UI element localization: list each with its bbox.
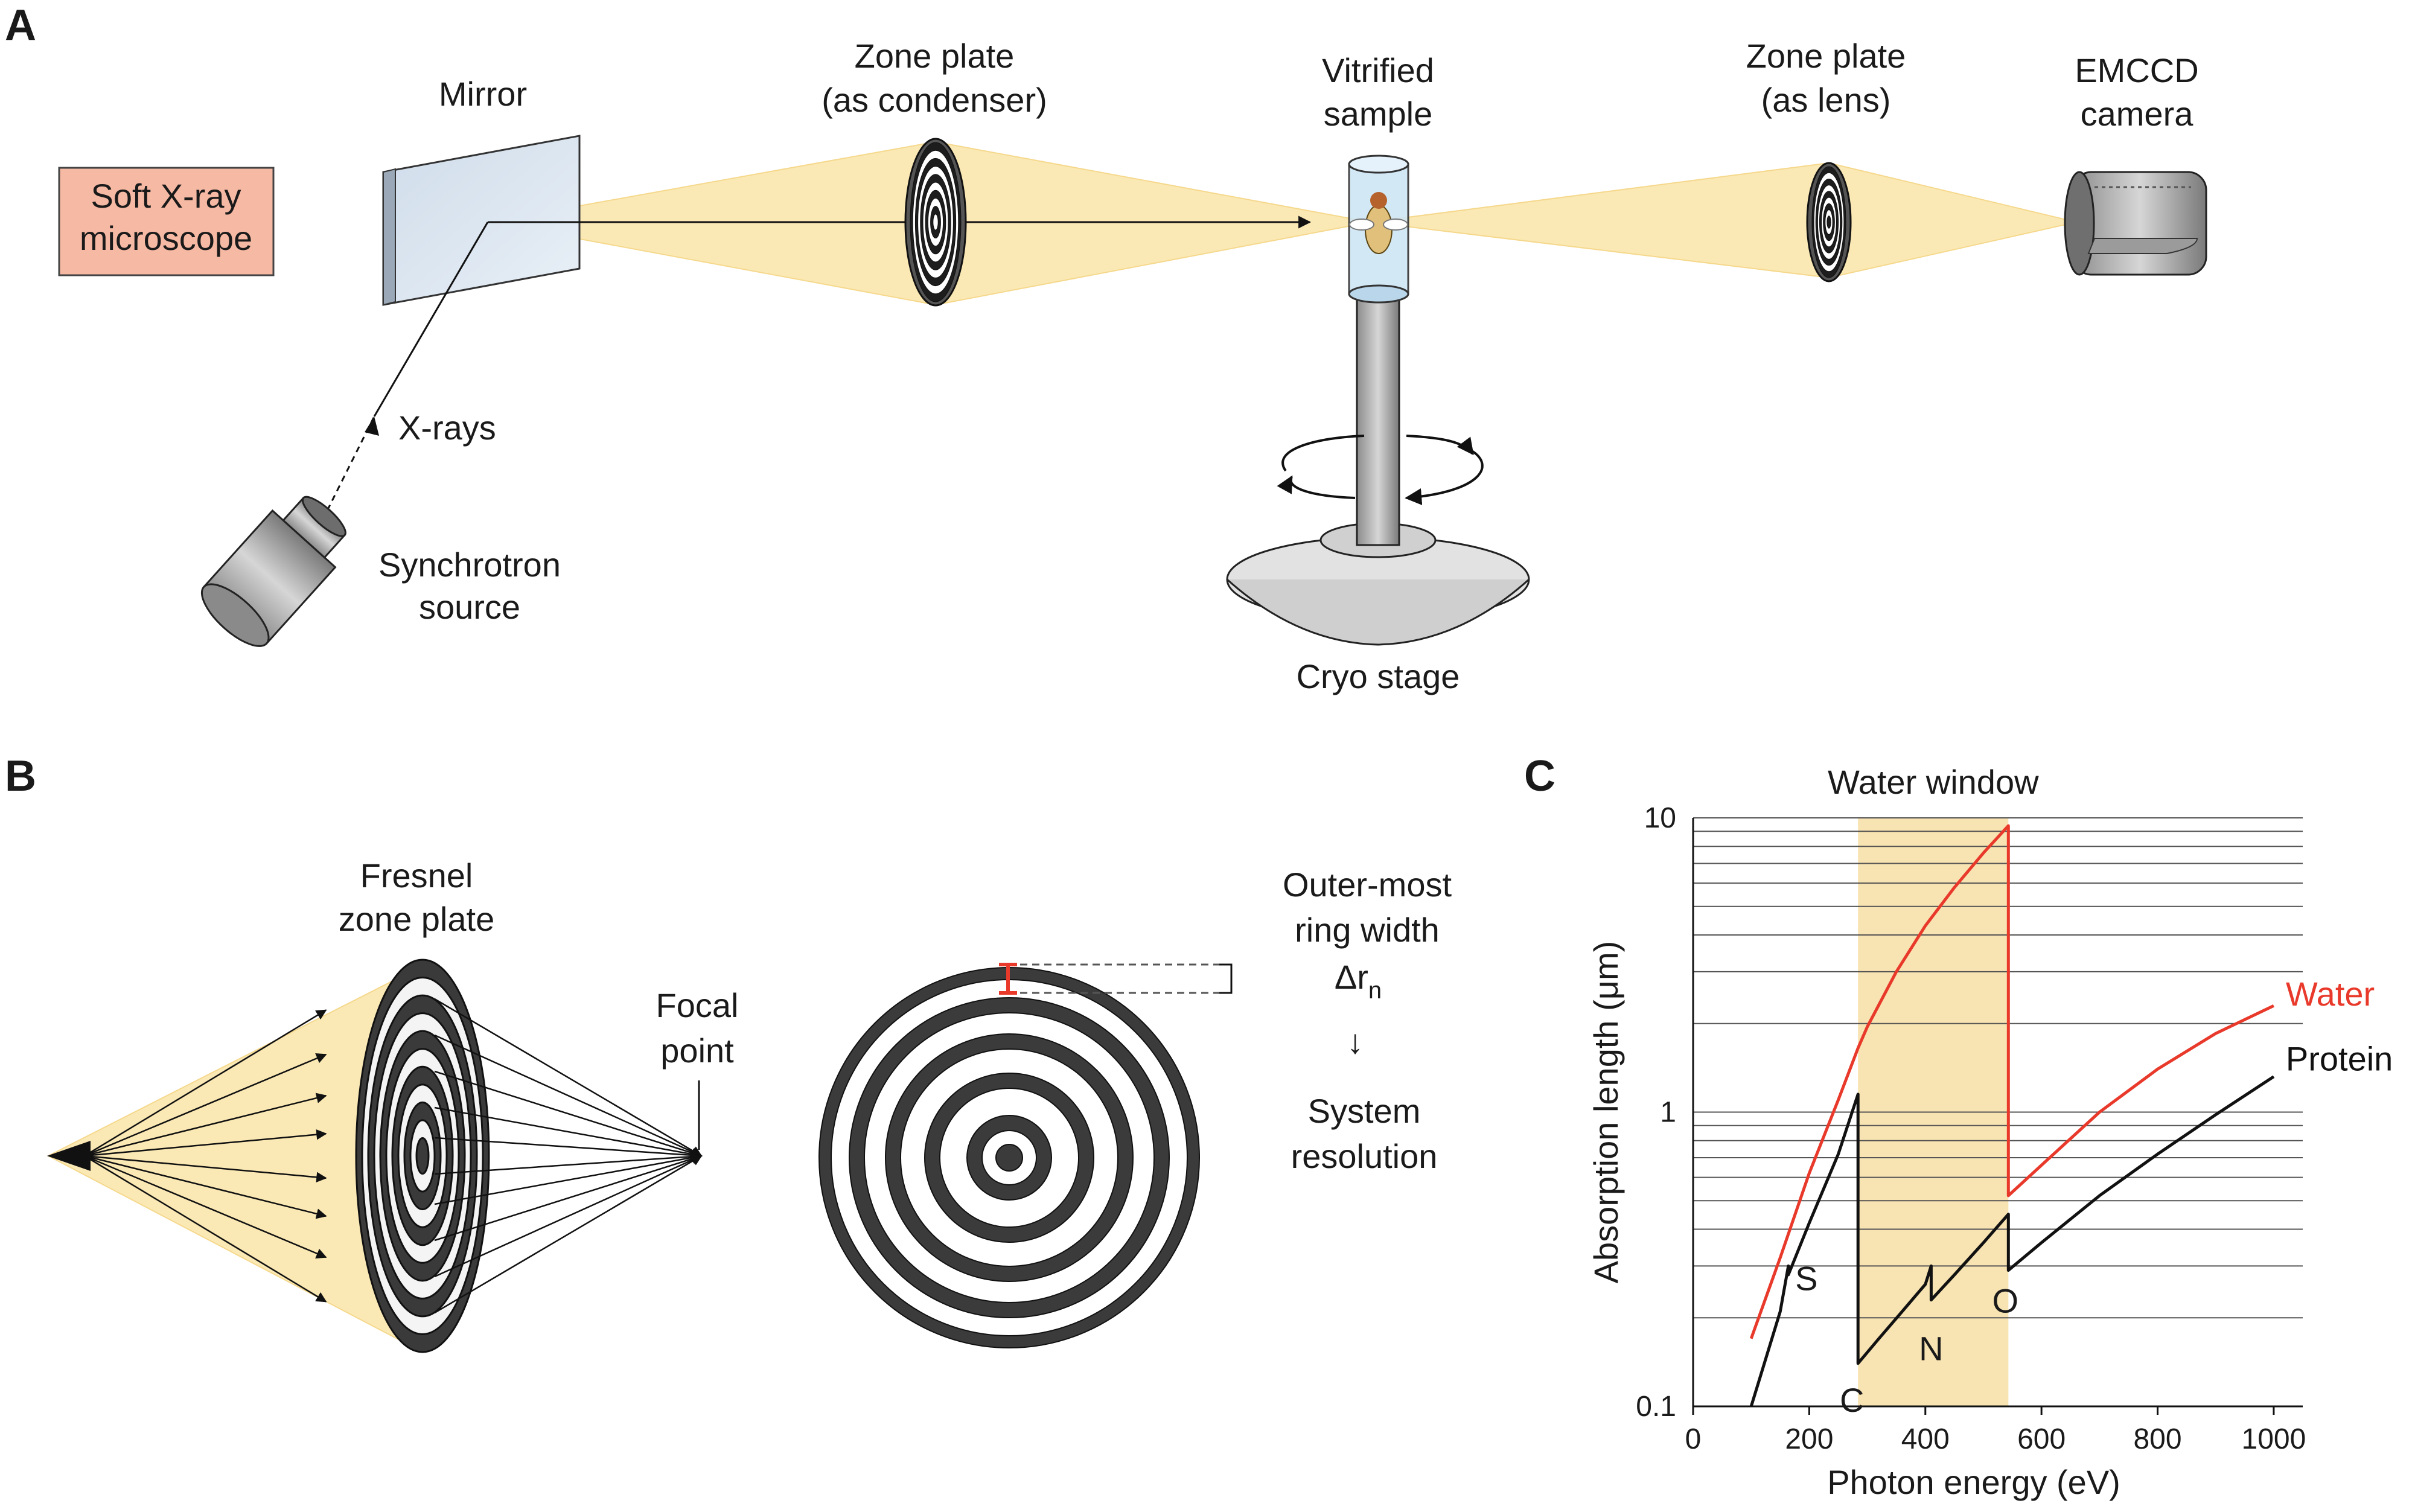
incoming-ray <box>84 1093 327 1157</box>
xray-beam <box>488 141 2077 306</box>
zone-ring <box>933 214 939 231</box>
fresnel-zone-plate-icon <box>355 959 490 1353</box>
incoming-ray <box>84 1129 327 1157</box>
panel-label-b: B <box>5 752 36 800</box>
down-arrow-icon: ↓ <box>1347 1022 1364 1061</box>
microscope-line-1: Soft X-ray <box>91 177 241 215</box>
lens-line-2: (as lens) <box>1761 81 1891 119</box>
microscope-line-2: microscope <box>80 219 252 257</box>
mirror <box>382 135 581 306</box>
incoming-ray <box>84 1155 327 1303</box>
condenser-zone-plate-icon <box>904 138 967 307</box>
fresnel-ring <box>415 1137 430 1175</box>
focusing-ray <box>434 998 703 1157</box>
resolution-line-2: resolution <box>1291 1137 1438 1175</box>
incoming-ray <box>84 1155 327 1183</box>
edge-label-n: N <box>1919 1330 1943 1368</box>
fresnel-line-1: Fresnel <box>360 856 473 895</box>
x-tick-label: 800 <box>2133 1423 2181 1455</box>
focusing-ray <box>434 1152 703 1205</box>
sample-line-1: Vitrified <box>1322 51 1434 89</box>
ring-width-marker <box>999 963 1233 995</box>
cryo-stage-label: Cryo stage <box>1297 657 1460 695</box>
condenser-line-2: (as condenser) <box>822 81 1047 119</box>
focusing-ray <box>434 1106 703 1160</box>
panel-label-a: A <box>5 1 36 49</box>
incoming-ray <box>84 1155 327 1219</box>
series-label-protein: Protein <box>2286 1040 2393 1078</box>
cryo-stage-icon <box>1226 287 1530 646</box>
focusing-ray <box>434 1155 703 1314</box>
soft-xray-microscope-label-box: Soft X-ray microscope <box>58 167 275 276</box>
ring-width-line-2: ring width <box>1295 911 1440 949</box>
y-axis-label: Absorption length (μm) <box>1587 941 1625 1284</box>
focusing-ray <box>434 1151 703 1175</box>
focusing-ray <box>434 1070 703 1158</box>
zone-plate-front-view-icon <box>818 967 1200 1348</box>
edge-label-s: S <box>1795 1259 1817 1297</box>
flat-ring <box>995 1144 1023 1172</box>
edge-label-c: C <box>1840 1381 1864 1419</box>
delta-r-label: Δrn <box>1335 958 1382 1004</box>
mirror-label: Mirror <box>439 75 527 113</box>
source-point-icon <box>47 1141 91 1171</box>
focusing-ray <box>434 1034 703 1157</box>
series-label-water: Water <box>2286 975 2375 1013</box>
xray-incident-ray <box>373 222 489 417</box>
rotation-arrows-icon <box>1277 435 1484 505</box>
y-tick-label: 10 <box>1644 802 1676 834</box>
x-tick-label: 0 <box>1685 1423 1702 1455</box>
synchrotron-source-icon <box>200 496 346 647</box>
x-tick-label: 400 <box>1901 1423 1950 1455</box>
emccd-camera-icon <box>2064 171 2207 276</box>
focusing-rays <box>434 998 703 1314</box>
y-tick-label: 1 <box>1660 1097 1676 1129</box>
zone-ring <box>1827 215 1831 229</box>
source-line-1: Synchrotron <box>378 546 561 584</box>
incoming-ray <box>84 1155 327 1258</box>
lens-line-1: Zone plate <box>1746 37 1906 75</box>
resolution-line-1: System <box>1308 1092 1421 1130</box>
camera-line-1: EMCCD <box>2075 51 2198 89</box>
series-line-protein <box>1749 1075 2275 1407</box>
sample-line-2: sample <box>1324 95 1433 133</box>
xrays-label: X-rays <box>398 409 496 447</box>
incoming-ray <box>84 1009 327 1157</box>
x-axis-label: Photon energy (eV) <box>1827 1463 2120 1501</box>
x-tick-label: 1000 <box>2242 1423 2306 1455</box>
fresnel-line-2: zone plate <box>339 900 494 938</box>
incoming-ray <box>84 1053 327 1157</box>
source-line-2: source <box>419 588 520 626</box>
xray-arrow-icon <box>365 416 379 436</box>
chart-title: Water window <box>1828 763 2039 801</box>
focusing-ray <box>434 1137 703 1161</box>
focusing-ray <box>434 1153 703 1242</box>
y-tick-label: 0.1 <box>1636 1391 1676 1423</box>
panel-label-c: C <box>1524 752 1555 800</box>
x-tick-label: 200 <box>1785 1423 1833 1455</box>
series-line-water <box>1749 824 2274 1339</box>
lens-zone-plate-icon <box>1806 162 1852 282</box>
incoming-rays <box>84 1009 327 1303</box>
vitrified-sample-icon <box>1348 155 1409 304</box>
x-tick-label: 600 <box>2017 1423 2066 1455</box>
focal-line-1: Focal <box>656 986 739 1024</box>
condenser-line-1: Zone plate <box>855 37 1015 75</box>
focusing-ray <box>434 1155 703 1278</box>
camera-line-2: camera <box>2081 95 2194 133</box>
edge-label-o: O <box>1992 1282 2019 1320</box>
ring-width-line-1: Outer-most <box>1283 866 1452 904</box>
focal-line-2: point <box>660 1032 734 1070</box>
